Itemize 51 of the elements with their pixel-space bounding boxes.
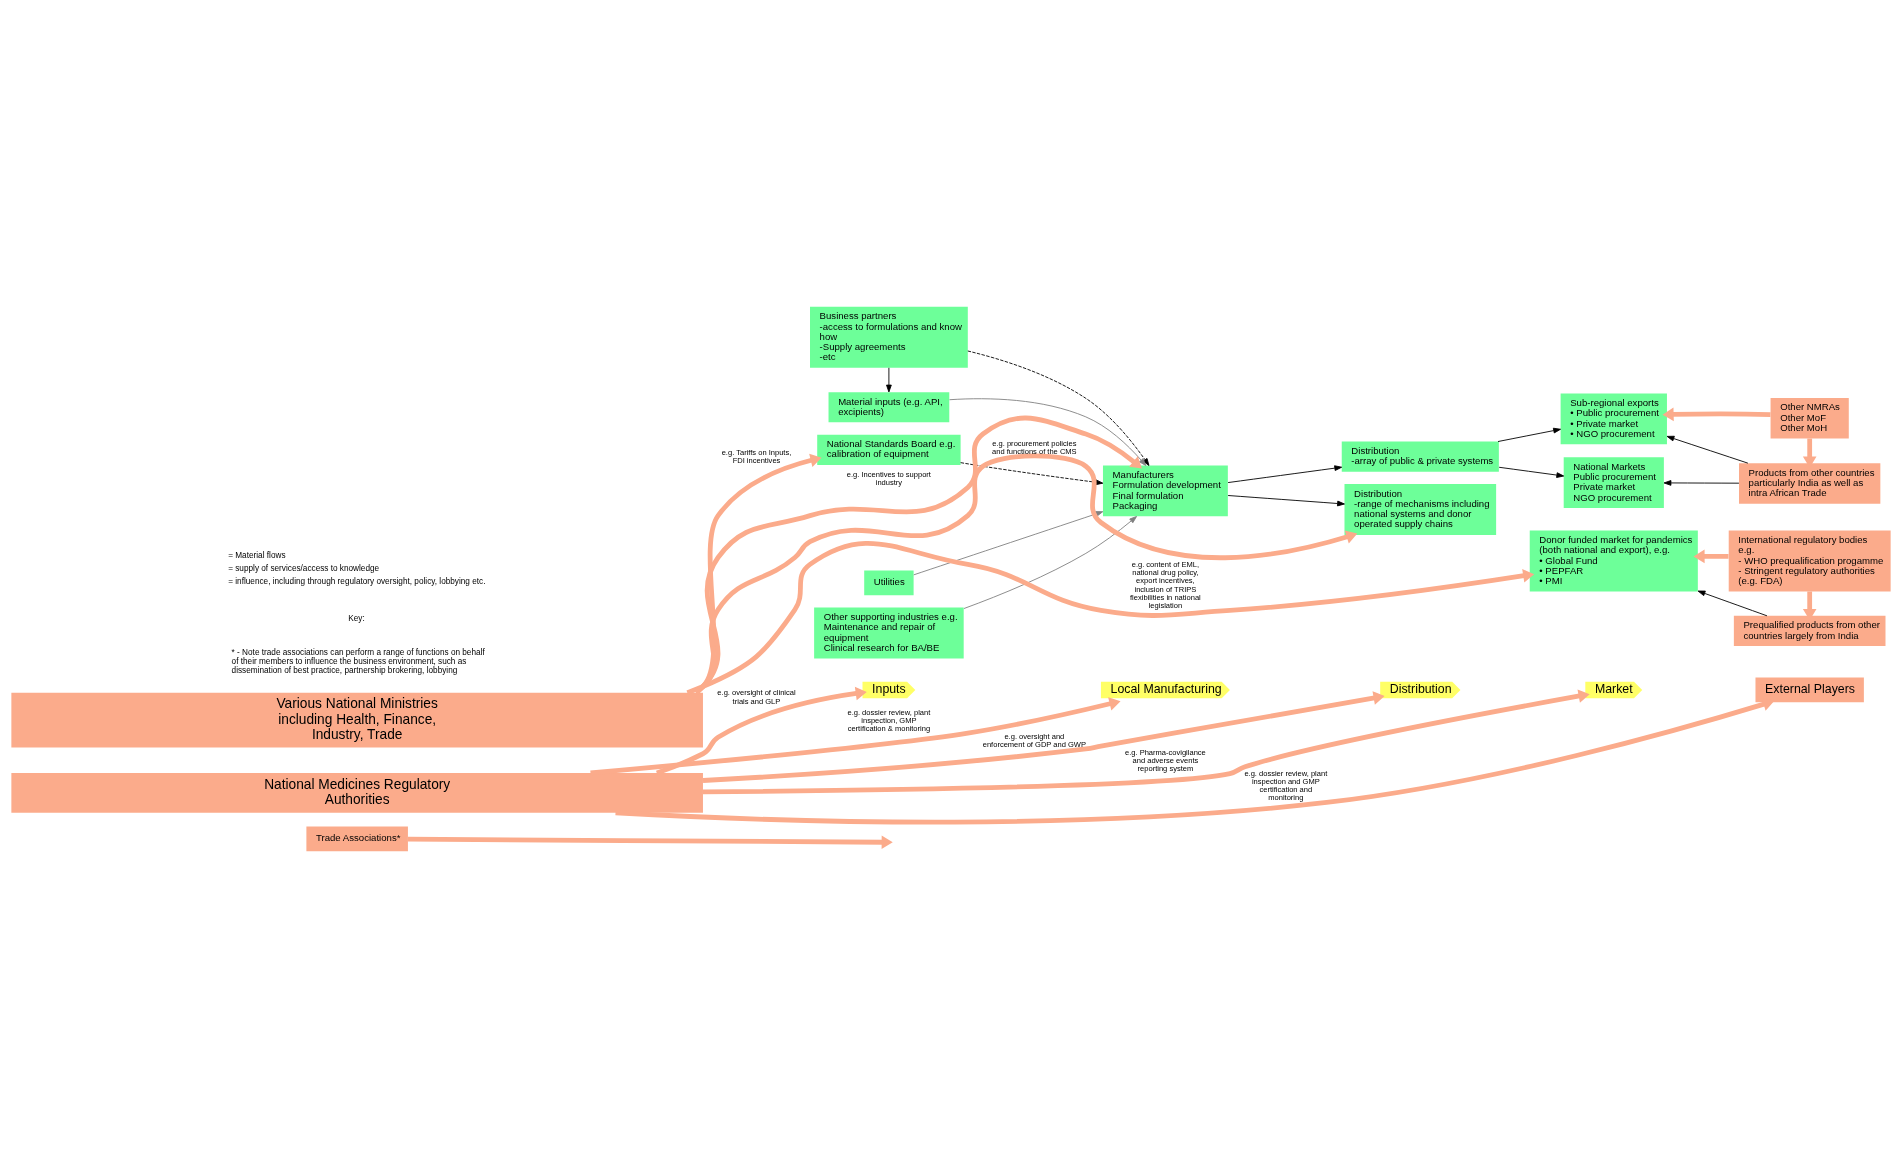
edge-label: e.g. oversight and enforcement of GDP and GWP (982, 731, 1086, 749)
arrow (590, 696, 1121, 775)
arrow (963, 515, 1137, 609)
arrow (694, 453, 1358, 694)
arrow (960, 461, 1104, 485)
node-box: Material inputs (e.g. API, excipients) (828, 391, 950, 422)
arrow (913, 510, 1104, 575)
arrow (1227, 494, 1345, 506)
edge-label: e.g. Tariffs on Inputs, FDI incentives (721, 447, 792, 465)
node-box: Products from other countries particularly India as well as intra African Trade (1739, 462, 1881, 504)
arrow (615, 697, 1775, 824)
node-box: External Players (1755, 677, 1864, 702)
edge-label: e.g. oversight of clinical trials and GLP (717, 687, 796, 706)
edge-label: e.g. dossier review, plant inspection and GMP certification and monitoring (1244, 768, 1328, 802)
arrow (949, 397, 1147, 466)
arrow (1663, 479, 1740, 486)
arrow (1497, 427, 1561, 442)
node-box: Business partners -access to formulations and know how -Supply agreements -etc (810, 306, 968, 368)
node-box: National Markets Public procurement Private market NGO procurement (1563, 456, 1664, 508)
node-box: Various National Ministries including Health, Finance, Industry, Trade (11, 692, 703, 748)
arrow (1227, 464, 1343, 483)
arrow (1693, 549, 1729, 563)
arrow (1697, 590, 1768, 616)
node-box: Donor funded market for pandemics (both national and export), e.g. • Global Fund • PEPFAR • PMI (1529, 529, 1698, 591)
arrow (967, 350, 1150, 466)
node-box: Other NMRAs Other MoF Other MoH (1770, 397, 1849, 438)
edge-label: e.g. Incentives to support industry (846, 469, 931, 487)
arrow (886, 366, 892, 392)
node-box: Distribution -array of public & private systems (1341, 441, 1499, 472)
node-box: Other supporting industries e.g. Maintenance and repair of equipment Clinical research for BA/BE (814, 607, 964, 658)
node-box: National Medicines Regulatory Authorities (11, 772, 703, 813)
arrow (407, 834, 893, 849)
node-box: Sub-regional exports • Public procurement • Private market • NGO procurement (1560, 393, 1667, 444)
edge-label: e.g. content of EML, national drug policy, export incentives, inclusion of TRIPS flexibilities in national legislation (1130, 559, 1201, 610)
node-box: Utilities (864, 570, 914, 595)
arrow (686, 540, 1535, 695)
arrow (1498, 466, 1565, 478)
node-box: International regulatory bodies e.g. - WHO prequalification progamme - Stringent regulatory authorities (e.g. FDA) (1728, 529, 1891, 591)
node-box: National Standards Board e.g. calibration of equipment (817, 434, 961, 465)
edge-label: e.g. Pharma-covigilance and adverse events reporting system (1125, 747, 1206, 773)
node-box: Prequalified products from other countries largely from India (1733, 615, 1886, 646)
arrow (702, 690, 1385, 783)
node-box: Trade Associations* (306, 826, 408, 851)
arrow (702, 688, 1590, 794)
arrow (1662, 407, 1771, 421)
node-box: Manufacturers Formulation development Final formulation Packaging (1103, 465, 1228, 516)
node-box: Distribution -range of mechanisms including national systems and donor operated supply chains (1344, 483, 1497, 535)
edge-label: e.g. procurement policies and functions of the CMS (992, 438, 1077, 456)
arrow (656, 686, 867, 775)
arrow (1666, 435, 1749, 464)
edge-label: e.g. dossier review, plant inspection, GMP certification & monitoring (847, 707, 931, 733)
